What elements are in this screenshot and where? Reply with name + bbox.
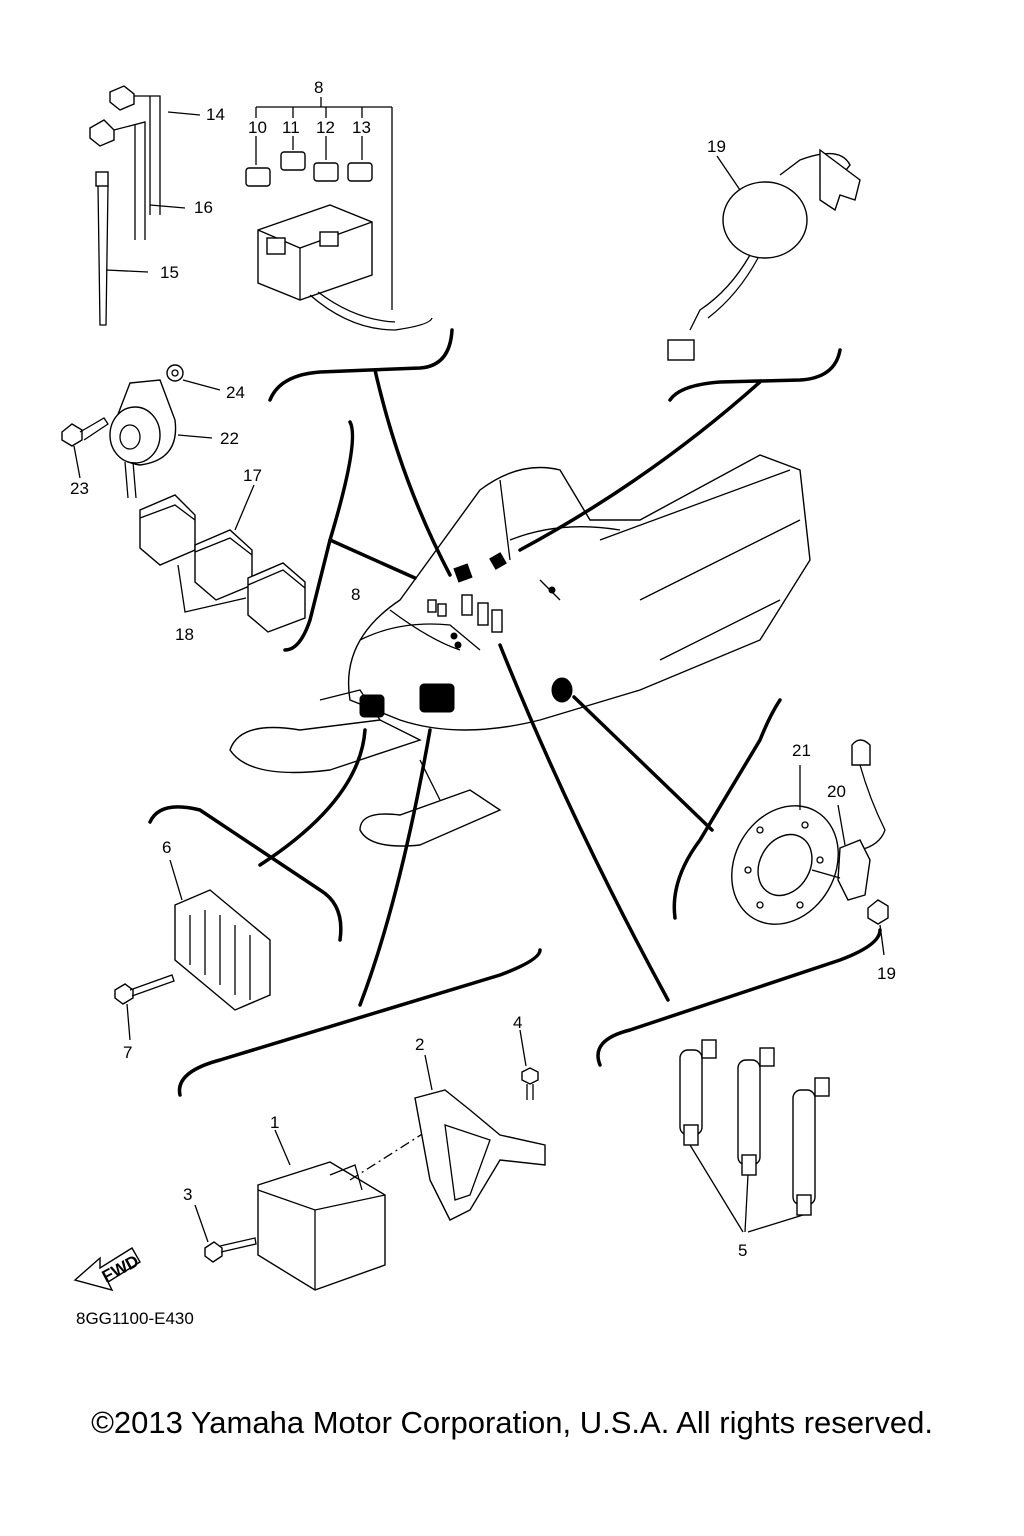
fuse-9 <box>245 167 271 187</box>
callout-19: 20 <box>827 782 846 801</box>
fuse-12 <box>347 162 373 182</box>
callout-1: 1 <box>270 1113 279 1132</box>
callout-21: 21 <box>792 741 811 760</box>
fuse-10 <box>280 151 306 171</box>
ignitor-unit <box>194 1029 546 1291</box>
snowmobile-body <box>229 454 811 847</box>
callout-8-center: 8 <box>351 585 360 604</box>
callout-9: 10 <box>248 118 267 137</box>
callout-18: 19 <box>707 137 726 156</box>
callout-24: 24 <box>226 383 245 402</box>
callout-23: 23 <box>70 479 89 498</box>
callout-22: 22 <box>220 429 239 448</box>
horn <box>61 364 221 499</box>
leader-lines <box>148 328 882 1097</box>
main-switch <box>667 148 861 361</box>
callout-14: 15 <box>160 263 179 282</box>
callout-20-number: 19 <box>877 964 896 983</box>
callout-16: 17 <box>243 466 262 485</box>
fwd-arrow-icon: FWD <box>73 1247 142 1292</box>
copyright-notice: ©2013 Yamaha Motor Corporation, U.S.A. A… <box>91 1405 933 1440</box>
rectifier-regulator <box>114 859 271 1041</box>
callout-15: 16 <box>194 198 213 217</box>
ignition-coils <box>679 1039 830 1233</box>
callout-4: 4 <box>513 1013 522 1032</box>
cable-ties <box>89 85 201 326</box>
callout-17: 18 <box>175 625 194 644</box>
fuse-11 <box>313 162 339 182</box>
callout-10: 11 <box>282 118 300 137</box>
terminal-bolts <box>427 594 503 633</box>
pickup-coil-rotor <box>731 739 889 956</box>
exploded-parts-diagram: FWD 8 10 11 12 13 14 16 15 19 24 22 23 1… <box>61 78 896 1328</box>
callout-13: 14 <box>206 105 225 124</box>
callout-12: 13 <box>352 118 371 137</box>
callout-8-top: 8 <box>314 78 323 97</box>
fuse-box-group <box>245 97 433 331</box>
callout-2: 2 <box>415 1035 424 1054</box>
callout-7: 7 <box>123 1043 132 1062</box>
diagram-code: 8GG1100-E430 <box>76 1309 194 1328</box>
callout-5: 5 <box>738 1241 747 1260</box>
callout-labels: 8 10 11 12 13 14 16 15 19 24 22 23 17 18… <box>70 78 846 1328</box>
callout-6: 6 <box>162 838 171 857</box>
fuse-box <box>257 204 433 331</box>
relays <box>139 484 306 633</box>
callout-3: 3 <box>183 1185 192 1204</box>
callout-11: 12 <box>316 118 335 137</box>
